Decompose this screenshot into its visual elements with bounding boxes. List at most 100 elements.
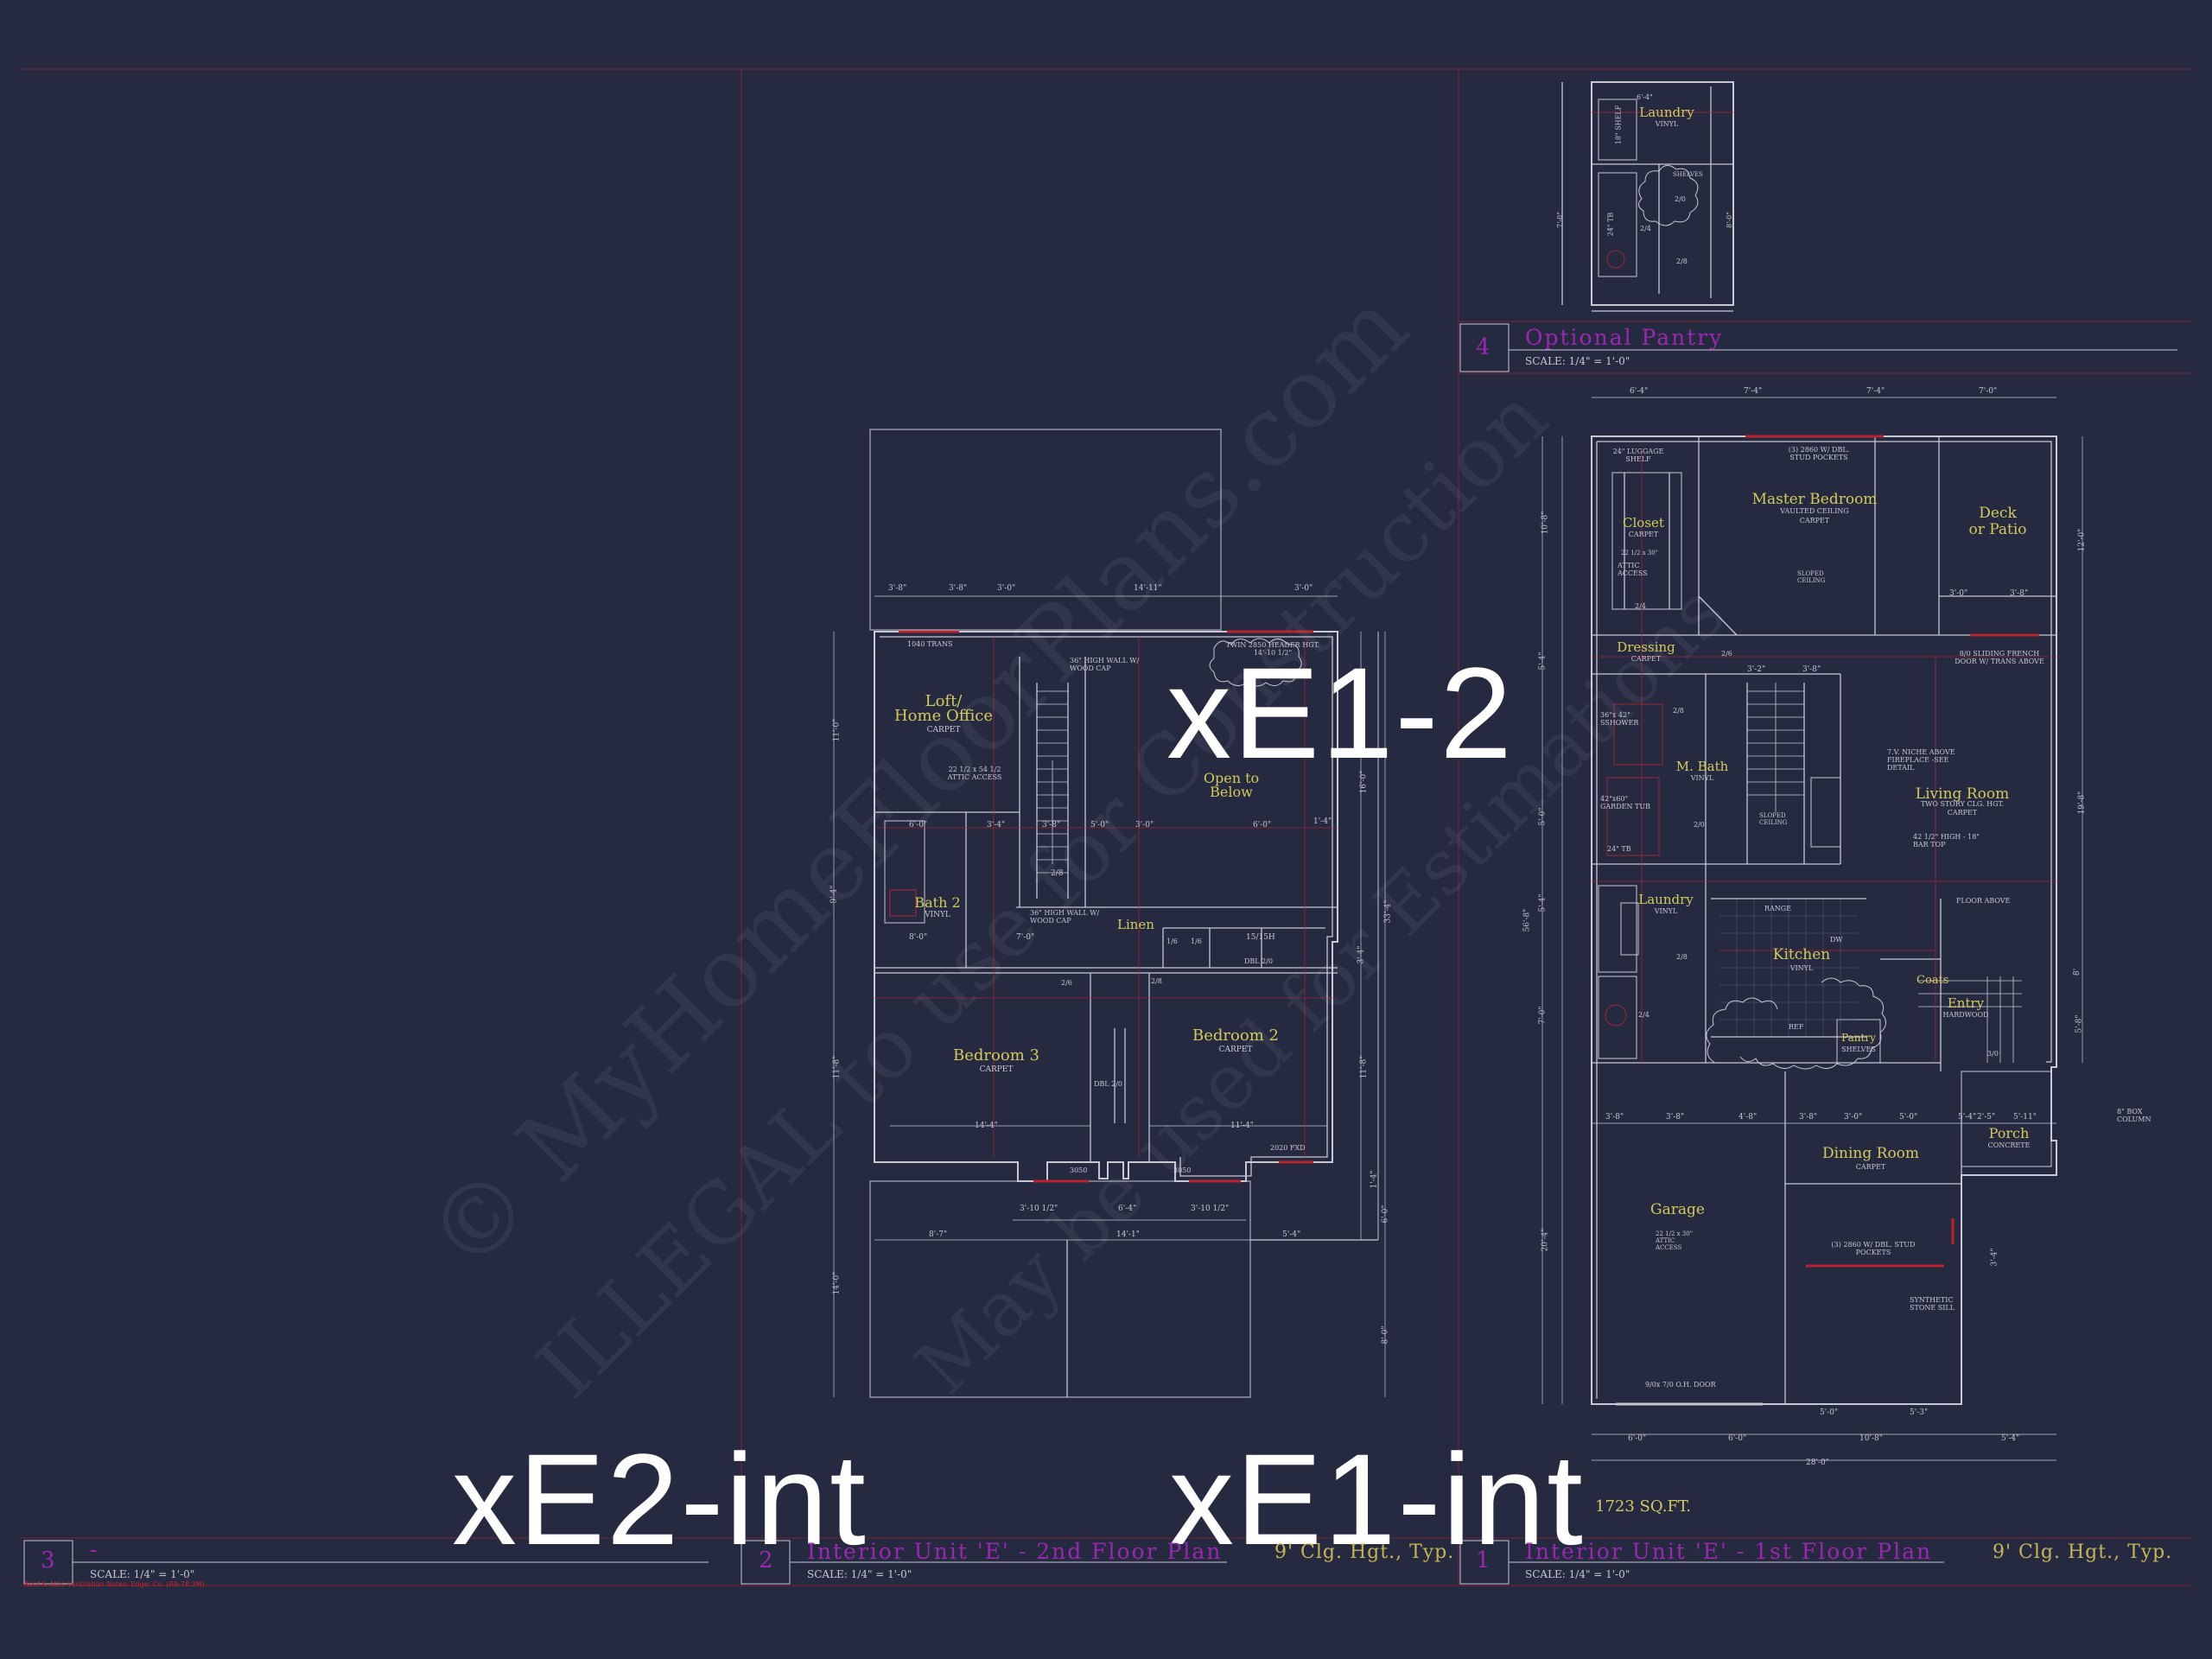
note-1f: 22 1/2 x 30" — [1621, 550, 1658, 556]
note-op: 7'-0" — [1555, 212, 1564, 228]
dim-2f-bottom: 6'-4" — [1118, 1205, 1137, 1213]
note-2f: 2020 FXD — [1270, 1144, 1306, 1152]
room-name-master-bedroom: Master Bedroom — [1751, 491, 1878, 508]
room-finish-bath-2: VINYL — [925, 911, 950, 919]
dim-1f-bottom: 5'-0" — [1820, 1408, 1839, 1417]
second-floor-plan — [833, 429, 1386, 1398]
room-finish-bedroom-3: CARPET — [979, 1065, 1014, 1074]
note-1f: 7.V. NICHE ABOVE FIREPLACE -SEE DETAIL — [1887, 748, 1955, 772]
dim-1f-side: 19'-8" — [2077, 791, 2087, 815]
dim-2f-mid: 6'-0" — [1253, 821, 1272, 830]
dim-1f-side: 12'-0" — [2077, 528, 2087, 552]
view-title-1: Interior Unit 'E' - 1st Floor Plan — [1525, 1539, 1933, 1564]
view-ceiling-1: 9' Clg. Hgt., Typ. — [1993, 1541, 2173, 1563]
room-sub-living-room: TWO STORY CLG. HGT. — [1920, 800, 2005, 808]
dim-1f-mid: 5'-4" — [1958, 1113, 1977, 1122]
note-2f: 22 1/2 x 54 1/2 ATTIC ACCESS — [947, 766, 1002, 781]
note-1f: 2/8 — [1673, 707, 1684, 715]
note-1f: 8" BOX COLUMN — [2117, 1108, 2152, 1123]
dim-1f-mid: 3'-8" — [1605, 1113, 1624, 1122]
note-2f: 36" HIGH WALL W/ WOOD CAP — [1070, 657, 1140, 672]
room-finish-pantry-laundry: VINYL — [1655, 120, 1679, 128]
dim-1f-bottom: 5'-4" — [2001, 1434, 2020, 1443]
dim-2f-side: 11'-8" — [832, 1055, 842, 1079]
view-title-3: - — [90, 1537, 99, 1562]
room-finish-pantry: SHELVES — [1841, 1046, 1876, 1053]
room-sub-loft: Home Office — [893, 707, 993, 725]
dim-1f-mid: 3'-8" — [2010, 589, 2029, 598]
dim-1f-bottom: 6'-0" — [1728, 1434, 1747, 1443]
room-name-garage: Garage — [1650, 1201, 1705, 1218]
dim-2f-side: 11'-0" — [832, 718, 842, 742]
dim-1f-mid: 3'-8" — [1802, 665, 1821, 674]
dim-2f-top: 3'-0" — [997, 584, 1016, 593]
room-finish-master-bedroom: CARPET — [1799, 517, 1830, 524]
dim-1f-mid: 3'-8" — [1666, 1113, 1685, 1122]
dim-2f-side: 14'-0" — [832, 1271, 842, 1295]
dim-1f-mid: 3'-0" — [1844, 1113, 1863, 1122]
dim-1f-side: 20'-4" — [1541, 1228, 1550, 1252]
note-op: 24" TB — [1606, 212, 1615, 237]
dim-1f-mid: 4'-8" — [1738, 1113, 1758, 1122]
note-1f: (3) 2860 W/ DBL. STUD POCKETS — [1788, 446, 1850, 461]
room-finish-dining-room: CARPET — [1855, 1163, 1886, 1171]
note-2f: 15/15H — [1246, 933, 1275, 942]
dim-1f-side: 5'-0" — [1538, 807, 1548, 826]
view-number-3: 3 — [41, 1548, 55, 1573]
dim-2f-side: 6'-0" — [1381, 1205, 1390, 1224]
room-name-master-bath: M. Bath — [1675, 759, 1729, 774]
dim-1f-bottom: 10'-8" — [1859, 1434, 1883, 1443]
note-2f: TWIN 2850 HEADER HGT. 14'-10 1/2" — [1225, 641, 1320, 657]
room-name-porch: Porch — [1988, 1125, 2030, 1141]
note-2f: 36" HIGH WALL W/ WOOD CAP — [1030, 909, 1100, 925]
note-2f: 2/8 — [1151, 977, 1162, 985]
room-name-deck: Deck — [1979, 505, 2017, 522]
note-1f: 9/0x 7/0 O.H. DOOR — [1645, 1381, 1716, 1389]
room-name-linen: Linen — [1117, 917, 1154, 932]
dim-2f-mid: 3'-0" — [1135, 821, 1154, 830]
room-name-pantry-laundry: Laundry — [1639, 105, 1694, 120]
dim-2f-top: 14'-11" — [1134, 584, 1162, 593]
note-1f: (3) 2860 W/ DBL. STUD POCKETS — [1831, 1241, 1916, 1256]
note-op: 6'-4" — [1637, 93, 1653, 101]
dim-1f-side: 3'-4" — [1990, 1248, 1999, 1267]
dim-2f-top: 3'-8" — [888, 584, 907, 593]
view-number-1: 1 — [1476, 1548, 1491, 1573]
dim-1f-bottom: 5'-3" — [1910, 1408, 1929, 1417]
dim-2f-side: 8'-0" — [1381, 1325, 1390, 1344]
note-1f: 24" LUGGAGE SHELF — [1612, 448, 1664, 463]
dim-2f-bottom: 5'-4" — [1282, 1230, 1301, 1239]
dim-2f-mid: 3'-4" — [987, 821, 1006, 830]
room-name-entry: Entry — [1947, 995, 1985, 1011]
note-1f: 42 1/2" HIGH - 18" BAR TOP — [1913, 833, 1980, 849]
room-finish-kitchen: VINYL — [1789, 964, 1814, 972]
note-1f: DW — [1830, 936, 1843, 944]
room-finish-living-room: CARPET — [1947, 809, 1978, 817]
room-name-laundry: Laundry — [1638, 892, 1694, 907]
room-finish-loft: CARPET — [926, 726, 961, 734]
room-finish-master-bath: VINYL — [1690, 774, 1714, 782]
note-1f: 42"x60" GARDEN TUB — [1600, 795, 1650, 810]
room-name-dressing: Dressing — [1617, 639, 1675, 655]
note-op: 18" SHELF — [1614, 105, 1623, 145]
dim-2f-mid: 5'-0" — [1090, 821, 1109, 830]
note-2f: 3050 — [1173, 1166, 1192, 1174]
note-2f: 2/6 — [1061, 979, 1072, 987]
overlay-label-xe1-2: xE1-2 — [1166, 640, 1514, 785]
room-sub-open-to-below: Below — [1210, 784, 1253, 800]
dim-1f-top: 7'-4" — [1744, 387, 1763, 396]
note-1f: 2/6 — [1721, 650, 1732, 658]
note-1f: 36"x 42" SSHOWER — [1600, 711, 1639, 727]
view-scale-4: SCALE: 1/4" = 1'-0" — [1525, 355, 1630, 367]
room-name-kitchen: Kitchen — [1772, 946, 1831, 963]
view-number-2: 2 — [759, 1548, 773, 1573]
note-1f: 2/8 — [1676, 953, 1688, 961]
room-sub-master-bedroom: VAULTED CEILING — [1780, 507, 1849, 515]
dim-2f-bottom: 3'-10 1/2" — [1020, 1205, 1058, 1213]
view-scale-1: SCALE: 1/4" = 1'-0" — [1525, 1568, 1630, 1580]
dim-1f-mid: 5'-0" — [1899, 1113, 1918, 1122]
dim-1f-mid: 3'-2" — [1747, 665, 1766, 674]
room-name-bedroom-2: Bedroom 2 — [1192, 1027, 1279, 1045]
dim-1f-top: 6'-4" — [1630, 387, 1649, 396]
dim-1f-side: 5'-4" — [1538, 893, 1548, 912]
